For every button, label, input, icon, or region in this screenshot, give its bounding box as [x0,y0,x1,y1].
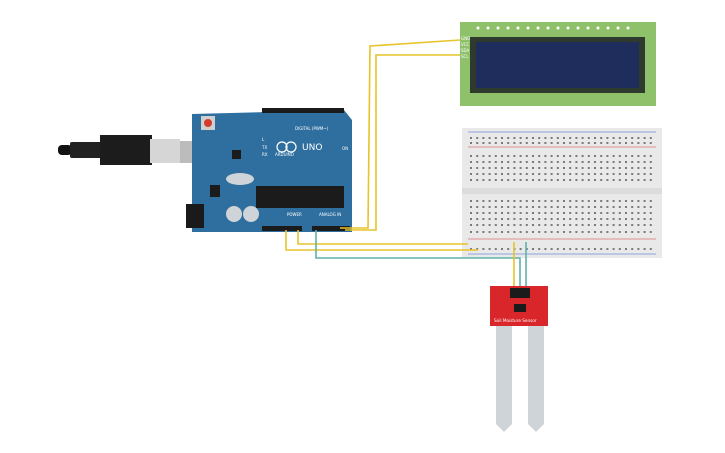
power-header[interactable] [262,226,302,231]
tx-label: TX [261,145,267,150]
power-label: POWER [287,212,302,217]
board-model: UNO [302,143,322,153]
arduino-logo-text: ARDUINO [275,152,294,157]
usb-cable[interactable] [58,135,214,165]
lcd-pin-label: SCL [461,54,469,59]
digital-label: DIGITAL (PWM~) [295,126,329,131]
lcd-screen [476,42,639,88]
wire-power-gnd [285,230,478,251]
capacitor-1 [226,206,242,222]
capacitor-2 [243,206,259,222]
lcd-pin-label: GND [461,36,470,41]
breadboard[interactable] [462,128,662,258]
microcontroller-chip [256,186,344,208]
analog-label: ANALOG IN [319,212,341,217]
soil-moisture-sensor[interactable]: Soil Moisture Sensor [490,286,548,432]
wire-analog-a0 [315,230,521,288]
digital-header[interactable] [262,108,344,113]
sensor-probe-right [528,326,544,432]
rx-label: RX [262,152,268,157]
sensor-label: Soil Moisture Sensor [494,318,537,323]
sensor-probe-left [496,326,512,432]
on-label: ON [342,146,348,151]
l-label: L [262,137,265,142]
wires [285,39,527,288]
lcd-top-pins [476,26,630,30]
arduino-logo-icon [276,141,288,153]
sensor-header [510,288,530,298]
arduino-uno-board[interactable]: ARDUINO UNO DIGITAL (PWM~) POWER ANALOG … [186,108,352,232]
breadboard-holes [470,137,652,250]
wire-power-5v [297,230,468,245]
lcd-pin-label: VCC [461,42,470,47]
wire-lcd-vcc [345,54,460,231]
power-jack [186,204,204,228]
analog-header[interactable] [312,226,350,231]
lcd-pin-label: SDA [461,48,470,53]
wire-lcd-gnd [340,39,461,229]
